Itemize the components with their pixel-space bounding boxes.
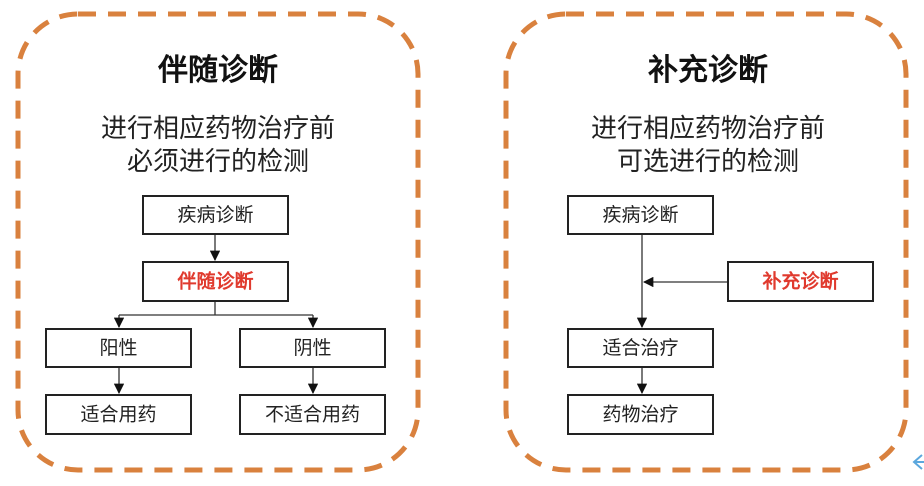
panel-subtitle-line1: 进行相应药物治疗前 [591,114,825,144]
node-positive: 阳性 [45,328,192,368]
svg-text:疾病诊断: 疾病诊断 [177,204,253,226]
node-disease-diagnosis: 疾病诊断 [567,195,714,235]
svg-text:阴性: 阴性 [293,337,331,359]
node-unsuitable-medication: 不适合用药 [239,394,386,435]
node-disease-diagnosis: 疾病诊断 [142,195,289,235]
node-drug-treatment: 药物治疗 [567,394,714,435]
dashed-border [15,11,421,473]
panel-title: 伴随诊断 [157,53,278,88]
svg-text:疾病诊断: 疾病诊断 [602,204,678,226]
node-suitable-treatment: 适合治疗 [567,328,714,368]
complementary-diagnosis-panel: 补充诊断 进行相应药物治疗前 可选进行的检测 疾病诊断 补充诊断 适合治疗 药物… [503,11,909,473]
svg-text:适合治疗: 适合治疗 [602,337,678,359]
svg-text:不适合用药: 不适合用药 [265,404,360,426]
arrow-left-icon[interactable] [912,454,924,470]
panel-subtitle-line2: 必须进行的检测 [127,147,309,177]
companion-diagnosis-panel: 伴随诊断 进行相应药物治疗前 必须进行的检测 疾病诊断 伴随诊断 阳性 阴性 适… [15,11,421,473]
node-suitable-medication: 适合用药 [45,394,192,435]
branch-line [119,301,313,316]
panel-subtitle-line2: 可选进行的检测 [617,147,799,177]
svg-text:适合用药: 适合用药 [80,404,156,426]
svg-text:药物治疗: 药物治疗 [602,404,678,426]
svg-text:补充诊断: 补充诊断 [762,270,838,293]
svg-text:伴随诊断: 伴随诊断 [176,270,253,293]
panel-subtitle-line1: 进行相应药物治疗前 [101,114,335,144]
node-negative: 阴性 [239,328,386,368]
panel-title: 补充诊断 [648,53,768,88]
dashed-border [503,11,909,473]
node-complementary-diagnosis: 补充诊断 [727,261,874,302]
node-companion-diagnosis: 伴随诊断 [142,261,289,302]
svg-text:阳性: 阳性 [99,337,137,359]
